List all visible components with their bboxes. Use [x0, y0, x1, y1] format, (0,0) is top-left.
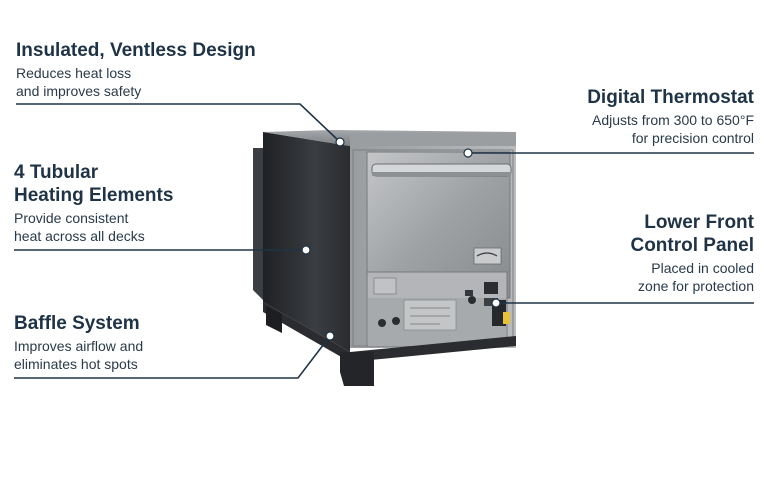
callout-insulated-title: Insulated, Ventless Design	[16, 40, 256, 61]
callout-control-panel-title-line2: Control Panel	[630, 235, 754, 256]
callout-thermostat: Digital Thermostat Adjusts from 300 to 6…	[520, 86, 754, 147]
callout-baffle-desc-line2: eliminates hot spots	[14, 356, 138, 372]
callout-baffle: Baffle System Improves airflow and elimi…	[14, 312, 244, 373]
callout-heating-title-line2: Heating Elements	[14, 185, 174, 206]
callout-heating-desc-line2: heat across all decks	[14, 228, 145, 244]
callout-dots	[301, 137, 501, 341]
callout-baffle-desc: Improves airflow and eliminates hot spot…	[14, 337, 244, 373]
callout-control-panel-desc: Placed in cooled zone for protection	[520, 259, 754, 295]
callout-control-panel-title-line1: Lower Front	[644, 212, 754, 233]
oven-side-panel	[263, 132, 350, 352]
callout-control-panel: Lower Front Control Panel Placed in cool…	[520, 211, 754, 295]
callout-heating-title: 4 Tubular Heating Elements	[14, 161, 244, 207]
lower-control-panel	[366, 271, 508, 347]
callout-heating-title-line1: 4 Tubular	[14, 162, 99, 183]
callout-thermostat-title: Digital Thermostat	[587, 87, 754, 108]
oven-back-panel	[253, 148, 263, 300]
leader-line-baffle	[14, 335, 331, 379]
callout-heating-desc: Provide consistent heat across all decks	[14, 209, 244, 245]
callout-thermostat-desc-line1: Adjusts from 300 to 650°F	[591, 112, 754, 128]
callout-control-panel-desc-line1: Placed in cooled	[651, 260, 754, 276]
callout-baffle-title: Baffle System	[14, 313, 140, 334]
callout-heating-desc-line1: Provide consistent	[14, 210, 129, 226]
oven-top	[263, 130, 516, 149]
callout-baffle-desc-line1: Improves airflow and	[14, 338, 144, 354]
dot-thermostat	[463, 148, 473, 158]
callout-thermostat-desc: Adjusts from 300 to 650°F for precision …	[520, 111, 754, 147]
dot-insulated	[335, 137, 345, 147]
dot-heating	[301, 245, 311, 255]
callout-insulated-desc: Reduces heat loss and improves safety	[16, 64, 316, 100]
dot-baffle	[325, 331, 335, 341]
callout-heating: 4 Tubular Heating Elements Provide consi…	[14, 161, 244, 245]
callout-control-panel-title: Lower Front Control Panel	[520, 211, 754, 257]
callout-insulated-desc-line2: and improves safety	[16, 83, 142, 99]
dot-control-panel	[491, 298, 501, 308]
leader-line-insulated	[16, 103, 341, 143]
callout-thermostat-desc-line2: for precision control	[631, 130, 754, 146]
callout-control-panel-desc-line2: zone for protection	[638, 278, 754, 294]
callout-insulated-desc-line1: Reduces heat loss	[16, 65, 132, 81]
callout-insulated: Insulated, Ventless Design Reduces heat …	[16, 39, 316, 100]
leader-lines	[14, 103, 754, 379]
